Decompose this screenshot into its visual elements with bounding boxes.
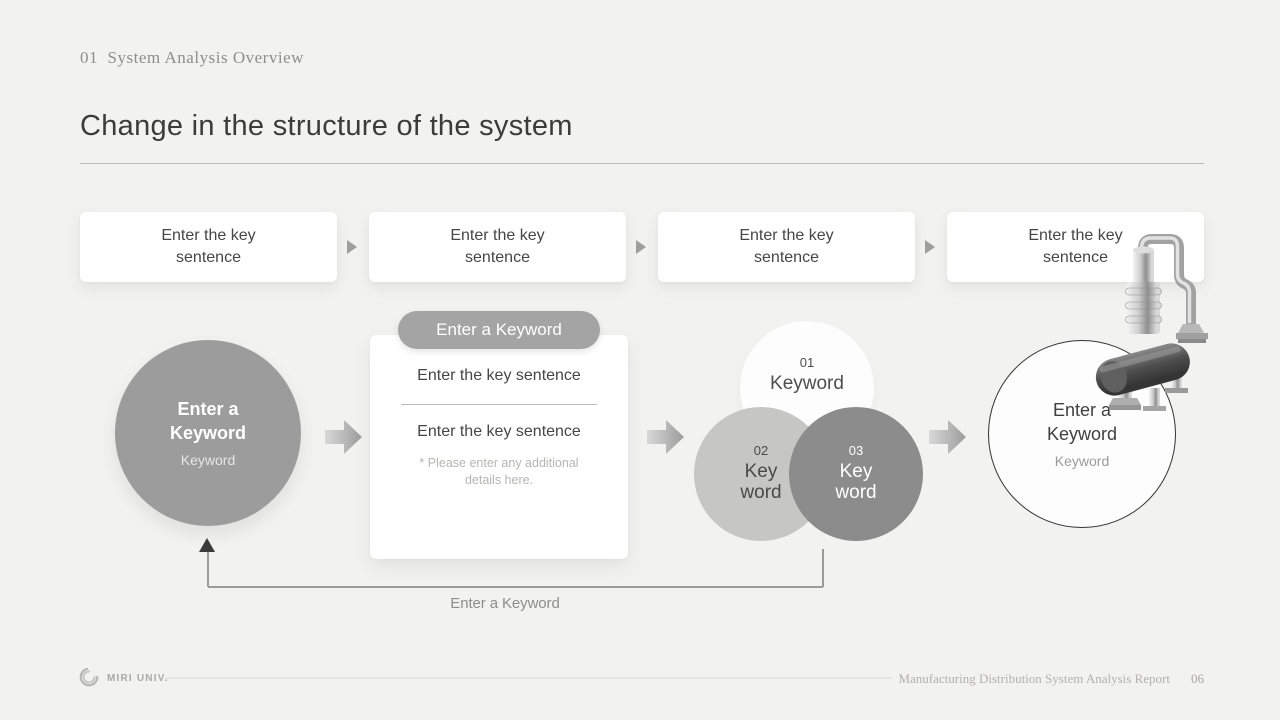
key-sentence-card[interactable]: Enter a Keyword Enter the key sentence E…: [370, 311, 628, 559]
step-arrow-icon: [925, 240, 935, 254]
slide-title: Change in the structure of the system: [80, 110, 573, 142]
venn-01-number: 01: [799, 354, 815, 370]
start-keyword-circle[interactable]: Enter a Keyword Keyword: [115, 340, 301, 526]
flow-arrow-icon: [929, 420, 966, 454]
card-sentence-1: Enter the key sentence: [417, 367, 581, 384]
venn-03-label: Key word: [835, 460, 877, 504]
loop-line-left: [207, 552, 209, 587]
step-arrow-icon: [347, 240, 357, 254]
card-body: Enter the key sentence Enter the key sen…: [370, 365, 628, 490]
card-divider: [401, 404, 597, 406]
step-box-3[interactable]: Enter the key sentence: [658, 212, 915, 282]
venn-02-label: Key word: [740, 460, 782, 504]
start-keyword-title: Enter a Keyword: [169, 399, 247, 443]
footer-page-number: 06: [1191, 671, 1204, 686]
step-arrow-icon: [636, 240, 646, 254]
step-box-3-label: Enter the key sentence: [739, 227, 834, 266]
step-box-1[interactable]: Enter the key sentence: [80, 212, 337, 282]
venn-03-number: 03: [848, 442, 864, 458]
end-keyword-subtitle: Keyword: [1054, 452, 1110, 469]
card-note: * Please enter any additional details he…: [419, 455, 579, 488]
step-box-2[interactable]: Enter the key sentence: [369, 212, 626, 282]
loop-arrowhead-icon: [199, 538, 215, 552]
start-keyword-subtitle: Keyword: [180, 451, 236, 468]
card-sentence-2: Enter the key sentence: [417, 423, 581, 441]
loop-line-right: [822, 549, 824, 587]
venn-01-label: Keyword: [770, 372, 844, 394]
university-logo-icon: [79, 667, 99, 687]
venn-02-number: 02: [753, 442, 769, 458]
loop-line-bottom: [208, 586, 823, 588]
flow-arrow-icon: [325, 420, 362, 454]
pipe-illustration: [1095, 234, 1208, 411]
keyword-badge[interactable]: Enter a Keyword: [398, 311, 600, 349]
step-box-4-label: Enter the key sentence: [1028, 227, 1123, 266]
venn-circle-03[interactable]: 03 Key word: [789, 407, 923, 541]
footer-brand: MIRI UNIV.: [107, 673, 169, 684]
section-eyebrow: 01 System Analysis Overview: [80, 48, 304, 67]
step-box-2-label: Enter the key sentence: [450, 227, 545, 266]
footer-divider: [165, 677, 892, 679]
loop-label[interactable]: Enter a Keyword: [450, 595, 560, 612]
flow-arrow-icon: [647, 420, 684, 454]
title-divider: [80, 163, 1204, 164]
step-box-1-label: Enter the key sentence: [161, 227, 256, 266]
footer-report-title: Manufacturing Distribution System Analys…: [898, 671, 1170, 686]
end-keyword-title: Enter a Keyword: [1046, 400, 1118, 444]
step-box-4[interactable]: Enter the key sentence: [947, 212, 1204, 282]
